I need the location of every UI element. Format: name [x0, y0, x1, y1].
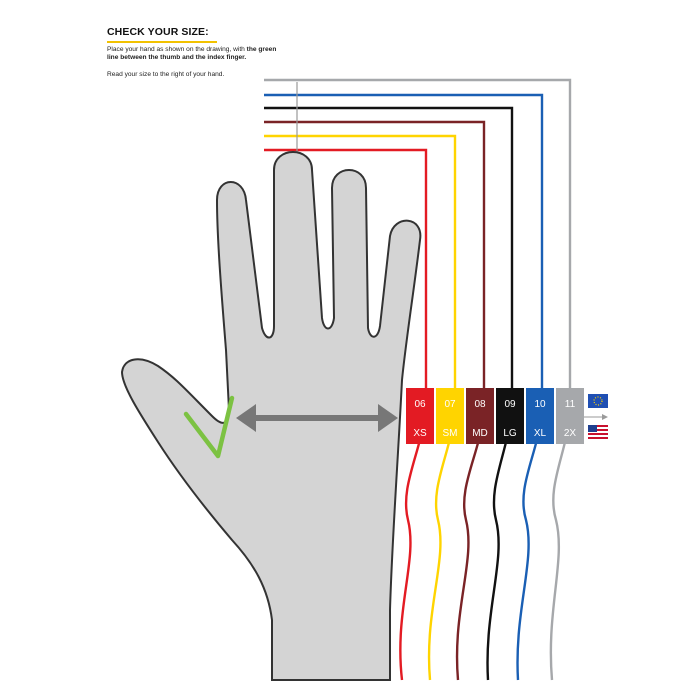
- eu-flag-icon: [588, 394, 608, 408]
- eu-size-label: 07: [444, 399, 456, 410]
- us-size-label: XS: [413, 428, 427, 439]
- us-size-label: MD: [472, 428, 488, 439]
- title-underline: [107, 41, 217, 43]
- read-arrow-icon: [584, 414, 608, 420]
- page-title: CHECK YOUR SIZE:: [107, 26, 209, 38]
- size-box-xl: 10 XL: [526, 388, 554, 444]
- us-size-label: LG: [503, 428, 517, 439]
- instruction-line1-bold: the green line between the thumb and the…: [107, 46, 277, 61]
- measure-arrow: [236, 404, 398, 432]
- instruction-line1: Place your hand as shown on the drawing,…: [107, 46, 245, 53]
- us-size-label: XL: [534, 428, 547, 439]
- size-box-2x: 11 2X: [556, 388, 584, 444]
- size-box-xs: 06 XS: [406, 388, 434, 444]
- size-box-lg: 09 LG: [496, 388, 524, 444]
- us-size-label: SM: [443, 428, 458, 439]
- us-size-label: 2X: [564, 428, 577, 439]
- instruction-read-size: Read your size to the right of your hand…: [107, 71, 225, 78]
- eu-size-label: 09: [504, 399, 516, 410]
- us-flag-icon: [588, 425, 608, 439]
- eu-size-label: 10: [534, 399, 546, 410]
- arrow-right-icon: [378, 404, 398, 432]
- instruction-text: Place your hand as shown on the drawing,…: [107, 46, 277, 62]
- size-box-sm: 07 SM: [436, 388, 464, 444]
- arrow-left-icon: [236, 404, 256, 432]
- size-box-md: 08 MD: [466, 388, 494, 444]
- eu-size-label: 06: [414, 399, 426, 410]
- eu-size-label: 11: [565, 399, 576, 410]
- size-boxes: 06 XS 07 SM 08 MD 09 LG 10 XL 11 2X: [406, 388, 584, 444]
- green-measure-line: [183, 395, 235, 459]
- eu-size-label: 08: [474, 399, 486, 410]
